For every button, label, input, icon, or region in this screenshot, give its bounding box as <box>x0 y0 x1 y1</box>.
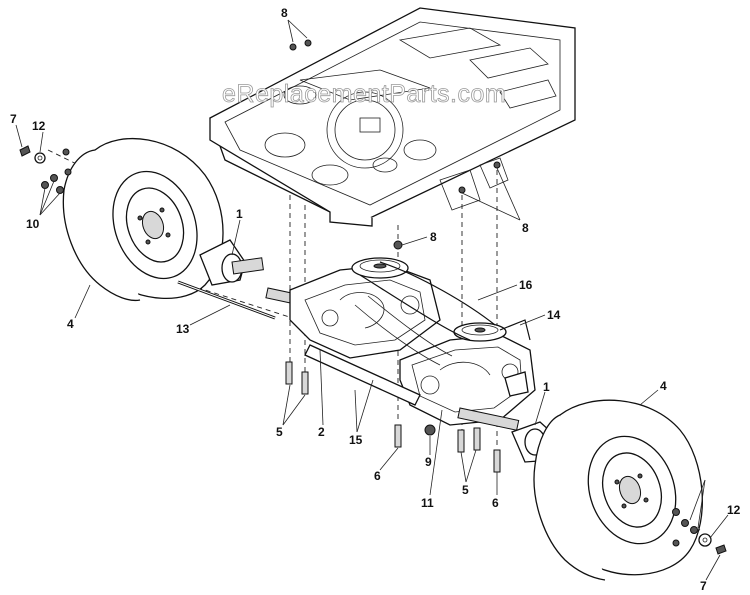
callout-5-left: 5 <box>276 425 283 439</box>
callout-6-right: 6 <box>492 496 499 510</box>
leader-lines <box>15 19 729 581</box>
callout-4-left: 4 <box>67 317 74 331</box>
callout-1-right: 1 <box>543 380 550 394</box>
callout-14: 14 <box>547 308 561 322</box>
left-transaxle-part-2 <box>265 257 441 359</box>
callout-8-right: 8 <box>522 221 529 235</box>
bolts-and-nuts <box>285 39 501 473</box>
callout-11: 11 <box>421 496 434 510</box>
callout-labels: 8 7 12 10 1 4 13 5 2 15 6 9 11 5 6 8 8 1… <box>10 6 741 593</box>
callout-10: 10 <box>26 217 40 231</box>
callout-1-left: 1 <box>236 207 243 221</box>
axle-rod-part-13 <box>177 280 276 320</box>
left-wheel <box>62 138 224 302</box>
axle-tube-part-15 <box>304 344 421 406</box>
callout-7-right: 7 <box>700 579 707 593</box>
left-wheel-hardware <box>19 145 72 194</box>
callout-16: 16 <box>519 278 533 292</box>
right-wheel-hardware <box>672 508 727 555</box>
callout-8-mid: 8 <box>430 230 437 244</box>
callout-13: 13 <box>176 322 190 336</box>
watermark-text: eReplacementParts.com <box>222 80 506 108</box>
callout-15: 15 <box>349 433 363 447</box>
callout-7-left: 7 <box>10 112 17 126</box>
callout-5-right: 5 <box>462 483 469 497</box>
callout-2: 2 <box>318 425 325 439</box>
callout-12-right: 12 <box>727 503 741 517</box>
chassis-frame <box>209 7 576 227</box>
right-wheel <box>533 399 703 581</box>
callout-12-left: 12 <box>32 119 46 133</box>
callout-9: 9 <box>425 455 432 469</box>
control-rod-part-14 <box>499 319 531 341</box>
callout-4-right: 4 <box>660 379 667 393</box>
callout-6-left: 6 <box>374 469 381 483</box>
drive-belt-part-16 <box>354 261 496 366</box>
callout-8-top: 8 <box>281 6 288 20</box>
